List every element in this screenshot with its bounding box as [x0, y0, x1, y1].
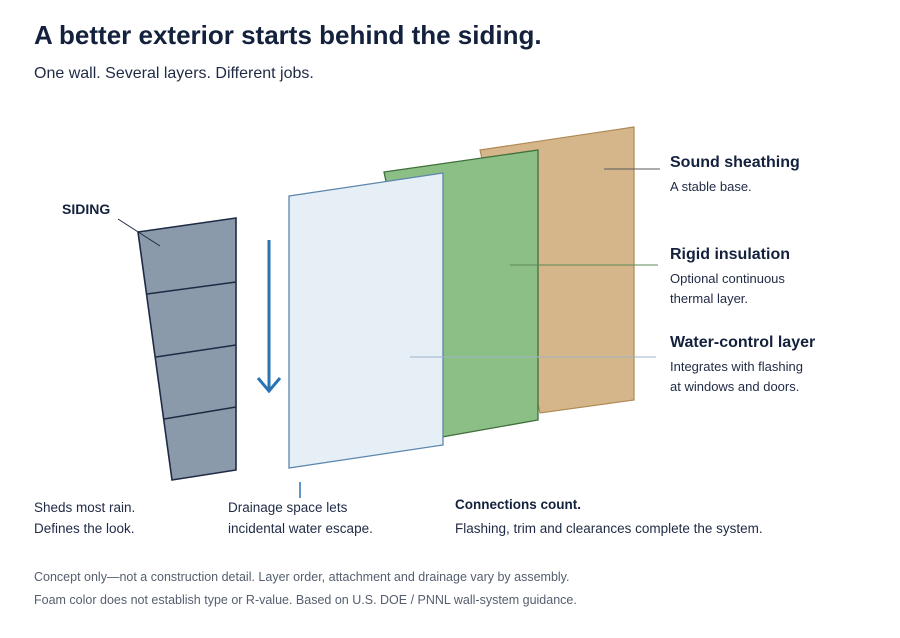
water-control-desc: Integrates with flashing at windows and … [670, 357, 870, 397]
water-control-desc-line2: at windows and doors. [670, 379, 800, 394]
insulation-desc: Optional continuous thermal layer. [670, 269, 870, 309]
siding-note: Sheds most rain. Defines the look. [34, 497, 135, 539]
siding-note-line2: Defines the look. [34, 521, 135, 536]
sheathing-desc-line1: A stable base. [670, 179, 752, 194]
page-subtitle: One wall. Several layers. Different jobs… [34, 65, 314, 82]
insulation-desc-line2: thermal layer. [670, 291, 749, 306]
insulation-title: Rigid insulation [670, 246, 790, 263]
siding-note-line1: Sheds most rain. [34, 500, 136, 515]
water-control-panel [288, 172, 444, 469]
sheathing-desc: A stable base. [670, 177, 870, 197]
footnote-line2: Foam color does not establish type or R-… [34, 593, 577, 607]
siding-label: SIDING [62, 201, 111, 217]
drainage-arrow-icon [256, 240, 282, 394]
siding-leader-line [117, 218, 161, 247]
water-control-title: Water-control layer [670, 334, 816, 351]
connections-title: Connections count. [455, 497, 581, 512]
drainage-note: Drainage space lets incidental water esc… [228, 497, 373, 539]
connections-text: Flashing, trim and clearances complete t… [455, 521, 763, 536]
siding-cladding [137, 217, 237, 481]
drainage-note-line2: incidental water escape. [228, 521, 373, 536]
page-title: A better exterior starts behind the sidi… [34, 20, 542, 50]
footnote-line1: Concept only—not a construction detail. … [34, 570, 570, 584]
sheathing-title: Sound sheathing [670, 154, 800, 171]
water-control-desc-line1: Integrates with flashing [670, 359, 803, 374]
insulation-desc-line1: Optional continuous [670, 271, 785, 286]
drainage-note-line1: Drainage space lets [228, 500, 348, 515]
